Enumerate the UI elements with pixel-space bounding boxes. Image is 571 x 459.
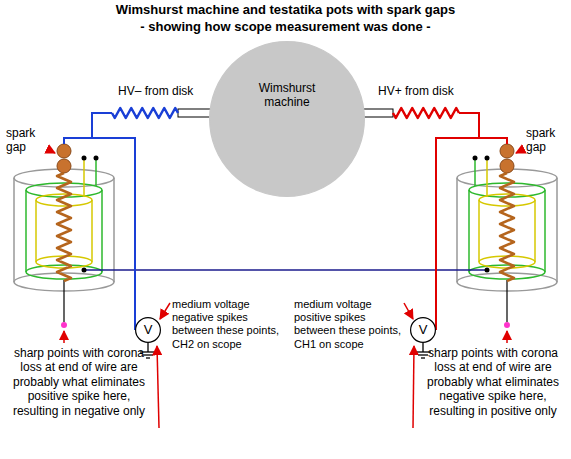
wire-dot	[82, 268, 87, 273]
coil	[112, 108, 178, 118]
node-text: V	[419, 322, 428, 338]
testatika-pot	[457, 144, 557, 328]
probe-wire	[436, 138, 479, 330]
measurement-note: medium voltage negative spikes between t…	[172, 298, 288, 351]
testatika-pot	[14, 144, 114, 328]
measurement-note: medium voltage positive spikes between t…	[294, 298, 402, 351]
hv-negative-wire	[64, 113, 112, 144]
voltmeter-symbol: V	[135, 317, 161, 343]
wimshurst-disk: Wimshurst machine	[209, 41, 365, 197]
explanation-note: sharp points with corona loss at end of …	[420, 346, 566, 418]
voltmeter-symbol: V	[410, 317, 436, 343]
part-label: spark gap	[6, 126, 46, 155]
hv-positive-wire	[459, 113, 507, 144]
node-outline	[209, 41, 365, 197]
wire-label: HV+ from disk	[378, 84, 468, 98]
diagram-subtitle: - showing how scope measurement was done…	[0, 19, 571, 35]
coil	[393, 108, 459, 118]
node-outline-shape	[411, 318, 436, 343]
explanation-note: sharp points with corona loss at end of …	[5, 346, 153, 418]
diagram-title: Wimshurst machine and testatika pots wit…	[0, 2, 571, 18]
probe-wire	[92, 138, 135, 330]
wire-dot	[485, 268, 490, 273]
part-label: spark gap	[526, 126, 566, 155]
node-text: V	[144, 322, 153, 338]
node-text: Wimshurst machine	[247, 81, 327, 110]
coil	[57, 173, 71, 281]
pot-link-wire	[84, 269, 487, 271]
coil	[500, 173, 514, 281]
node-outline-shape	[210, 42, 365, 197]
wire-label: HV– from disk	[118, 84, 208, 98]
node-outline-shape	[136, 318, 161, 343]
